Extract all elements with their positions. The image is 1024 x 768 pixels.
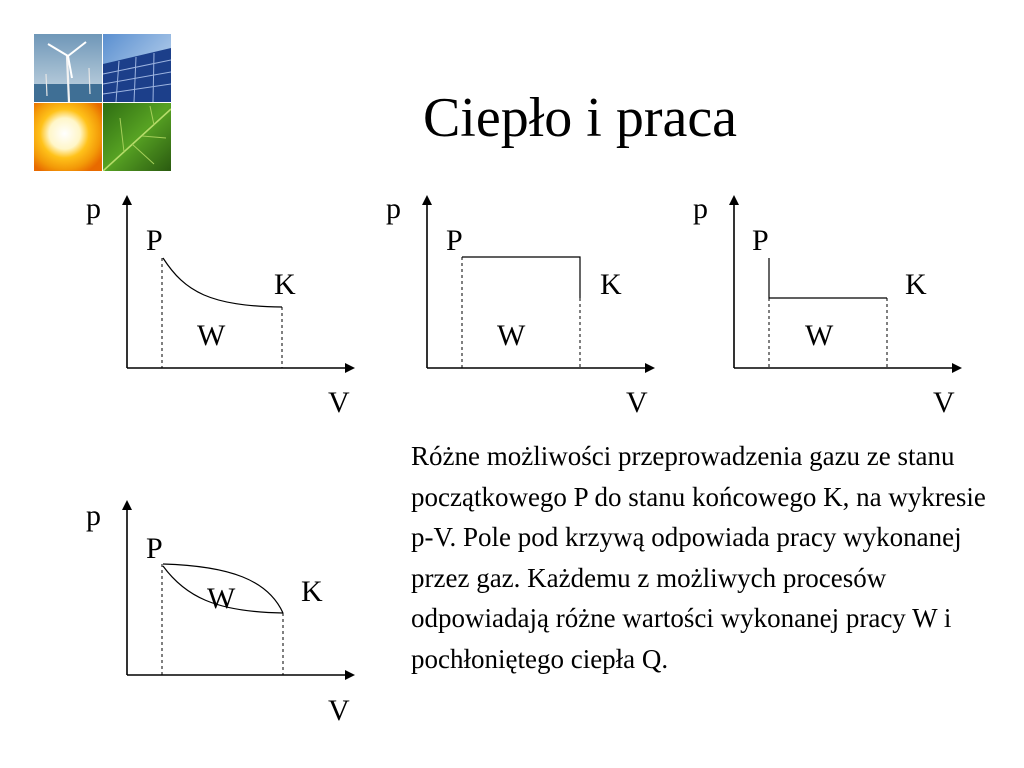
end-state-label: K <box>274 268 296 301</box>
start-state-label: P <box>146 532 163 565</box>
sun-icon <box>34 103 102 171</box>
leaf-icon <box>102 103 171 171</box>
work-label: W <box>207 582 236 615</box>
end-state-label: K <box>600 268 622 301</box>
pressure-axis-label: p <box>386 192 401 225</box>
work-label: W <box>497 319 526 352</box>
volume-axis-label: V <box>328 386 350 419</box>
work-label: W <box>805 319 834 352</box>
process-path <box>768 258 887 299</box>
upper-process-curve <box>162 563 284 614</box>
end-state-label: K <box>905 268 927 301</box>
start-state-label: P <box>146 224 163 257</box>
volume-axis-label: V <box>328 694 350 727</box>
process-curve <box>162 257 283 308</box>
start-state-label: P <box>752 224 769 257</box>
pv-diagram-curve: p V P K W <box>86 192 355 419</box>
pressure-axis-label: p <box>86 499 101 532</box>
description-text: Różne możliwości przeprowadzenia gazu ze… <box>411 441 986 674</box>
start-state-label: P <box>446 224 463 257</box>
pv-diagram-isobaric-first: p V P K W <box>386 192 655 419</box>
pressure-axis-label: p <box>86 192 101 225</box>
lower-process-curve <box>162 565 284 614</box>
pv-diagram-isochoric-first: p V P K W <box>693 192 962 419</box>
volume-axis-label: V <box>933 386 955 419</box>
end-state-label: K <box>301 575 323 608</box>
wind-turbine-icon <box>34 34 102 103</box>
volume-axis-label: V <box>626 386 648 419</box>
solar-panel-icon <box>102 34 171 103</box>
work-label: W <box>197 319 226 352</box>
energy-logo <box>34 34 171 171</box>
pressure-axis-label: p <box>693 192 708 225</box>
process-path <box>462 256 581 298</box>
page-title: Ciepło i praca <box>422 87 738 149</box>
pv-diagram-cycle: p V P K W <box>86 499 355 727</box>
